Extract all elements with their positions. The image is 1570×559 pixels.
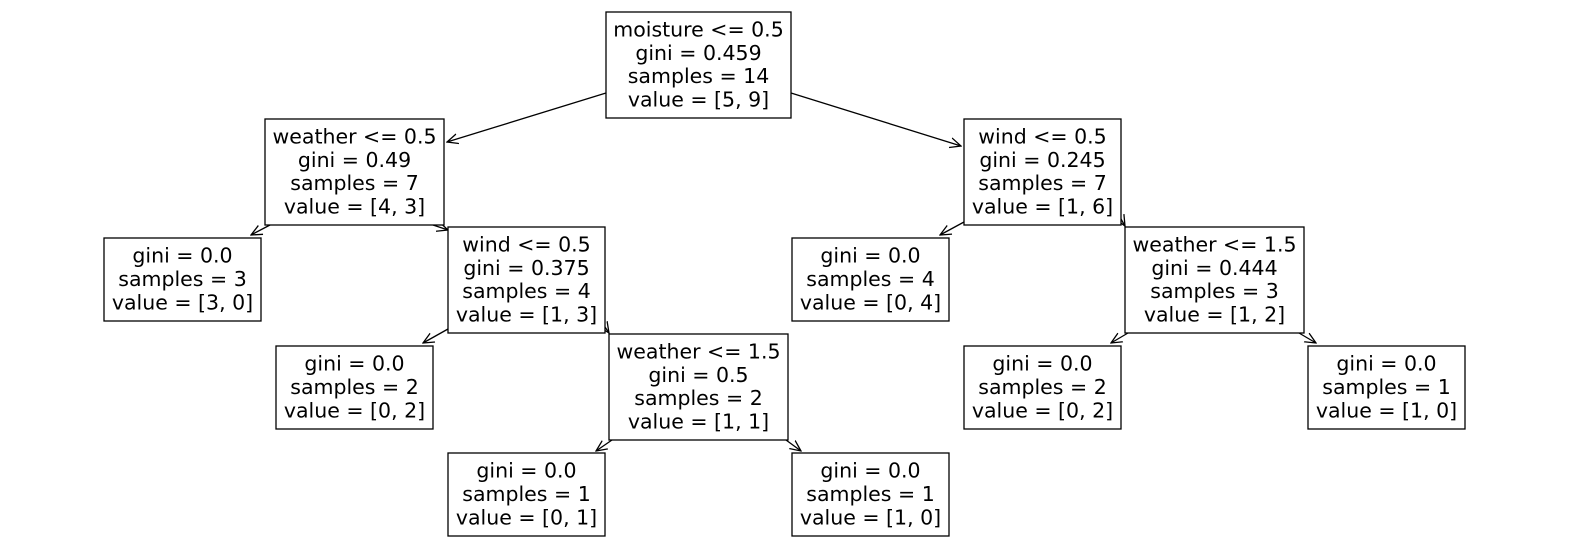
tree-node-label-line: gini = 0.49 xyxy=(298,148,411,172)
tree-node-box xyxy=(963,345,1122,430)
tree-node-label-line: gini = 0.0 xyxy=(1336,352,1436,376)
tree-edge-n8-n9 xyxy=(940,221,965,235)
tree-node-label-line: samples = 4 xyxy=(462,279,590,303)
tree-node-label-line: weather <= 0.5 xyxy=(273,125,437,149)
tree-node-label-line: wind <= 0.5 xyxy=(978,125,1106,149)
tree-node-box xyxy=(608,333,789,441)
tree-node-label-line: weather <= 1.5 xyxy=(1133,233,1297,257)
tree-node-label-line: gini = 0.0 xyxy=(992,352,1092,376)
tree-node-label-line: gini = 0.444 xyxy=(1151,256,1277,280)
tree-node-label-line: wind <= 0.5 xyxy=(462,233,590,257)
tree-node-label-line: samples = 3 xyxy=(118,267,246,291)
tree-node-label-line: samples = 2 xyxy=(290,375,418,399)
tree-node-label-line: value = [1, 6] xyxy=(972,194,1113,218)
tree-node-label-line: gini = 0.0 xyxy=(132,244,232,268)
tree-node-box xyxy=(447,226,606,334)
tree-node-box xyxy=(605,11,792,119)
tree-edge-n0-n8 xyxy=(790,92,961,146)
tree-node-label-line: gini = 0.459 xyxy=(635,41,761,65)
tree-node-box xyxy=(447,452,606,537)
tree-node-label-line: samples = 1 xyxy=(462,482,590,506)
tree-edge-n3-n4 xyxy=(423,328,449,343)
tree-node-label-line: samples = 7 xyxy=(290,171,418,195)
tree-node-box xyxy=(103,237,262,322)
tree-node-label-line: value = [0, 4] xyxy=(800,290,941,314)
tree-node-label-line: samples = 1 xyxy=(1322,375,1450,399)
tree-node-label-line: value = [1, 0] xyxy=(1316,398,1457,422)
tree-node-label-line: gini = 0.0 xyxy=(476,459,576,483)
tree-edge-n5-n6 xyxy=(596,439,613,451)
tree-node-box xyxy=(264,118,445,226)
tree-node-label-line: weather <= 1.5 xyxy=(617,340,781,364)
tree-edge-n8-n10 xyxy=(1121,219,1125,226)
tree-node-label-line: moisture <= 0.5 xyxy=(613,18,784,42)
tree-edge-n0-n1 xyxy=(447,92,607,142)
tree-node-label-line: gini = 0.0 xyxy=(820,459,920,483)
tree-edge-n5-n7 xyxy=(785,439,801,451)
tree-node-box xyxy=(1124,226,1305,334)
tree-node-label-line: value = [4, 3] xyxy=(284,194,425,218)
tree-node-label-line: samples = 2 xyxy=(978,375,1106,399)
tree-edge-n1-n2 xyxy=(251,224,271,235)
tree-node-label-line: value = [1, 2] xyxy=(1144,302,1285,326)
tree-node-box xyxy=(791,452,950,537)
tree-node-label-line: samples = 14 xyxy=(628,64,770,88)
tree-node-label-line: gini = 0.5 xyxy=(648,363,748,387)
tree-node-box xyxy=(1307,345,1466,430)
tree-node-label-line: value = [0, 2] xyxy=(972,398,1113,422)
tree-node-label-line: samples = 7 xyxy=(978,171,1106,195)
tree-node-label-line: gini = 0.0 xyxy=(304,352,404,376)
tree-node-label-line: samples = 1 xyxy=(806,482,934,506)
tree-edge-n10-n12 xyxy=(1298,332,1316,343)
tree-node-label-line: value = [0, 2] xyxy=(284,398,425,422)
tree-node-label-line: gini = 0.245 xyxy=(979,148,1105,172)
tree-node-label-line: samples = 4 xyxy=(806,267,934,291)
tree-node-label-line: samples = 3 xyxy=(1150,279,1278,303)
tree-node-box xyxy=(791,237,950,322)
tree-edge-n1-n3 xyxy=(432,225,448,230)
tree-node-label-line: value = [0, 1] xyxy=(456,505,597,529)
tree-node-label-line: gini = 0.0 xyxy=(820,244,920,268)
tree-node-label-line: value = [5, 9] xyxy=(628,87,769,111)
tree-node-label-line: value = [1, 1] xyxy=(628,409,769,433)
tree-node-label-line: value = [1, 3] xyxy=(456,302,597,326)
tree-node-label-line: gini = 0.375 xyxy=(463,256,589,280)
tree-node-box xyxy=(275,345,434,430)
tree-node-label-line: value = [3, 0] xyxy=(112,290,253,314)
tree-edge-n10-n11 xyxy=(1111,332,1129,343)
tree-node-label-line: samples = 2 xyxy=(634,386,762,410)
tree-node-box xyxy=(963,118,1122,226)
tree-node-label-line: value = [1, 0] xyxy=(800,505,941,529)
